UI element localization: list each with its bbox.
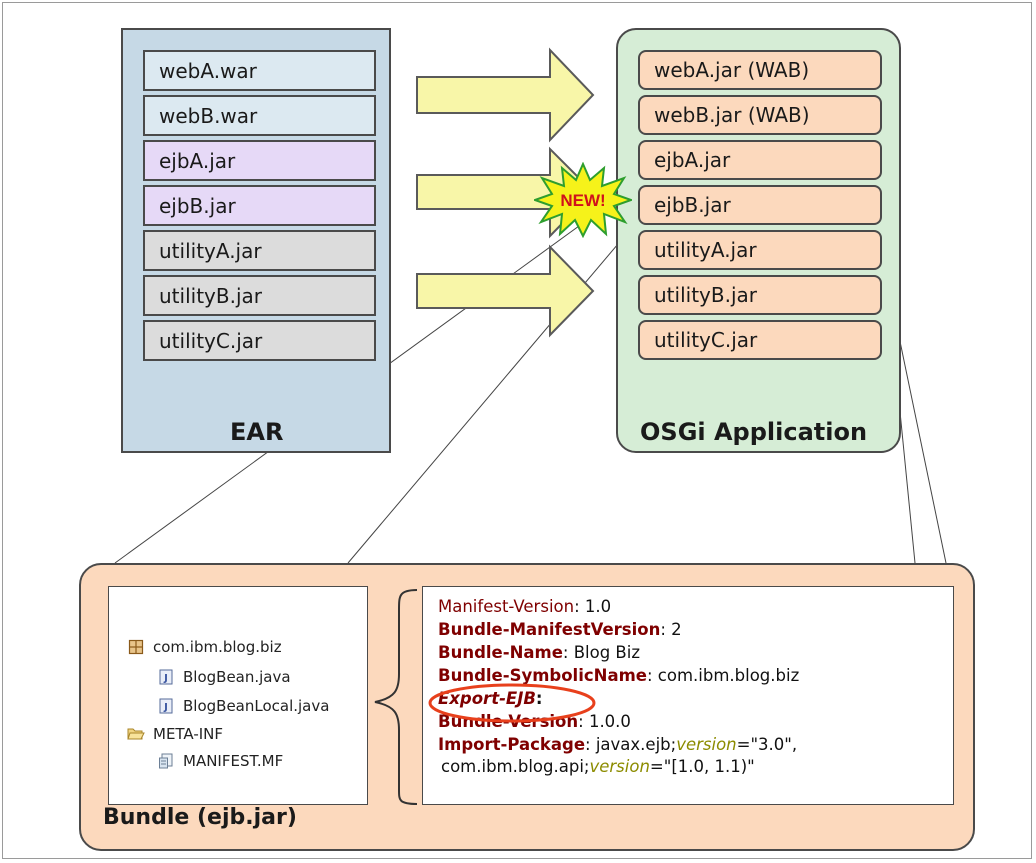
manifest-line-manifest-version: Manifest-Version: 1.0: [438, 597, 611, 616]
svg-text:J: J: [163, 673, 168, 684]
folder-open-icon: [127, 725, 145, 743]
tree-item-label: BlogBeanLocal.java: [183, 697, 330, 715]
project-tree: com.ibm.blog.biz J BlogBean.java J BlogB…: [108, 586, 368, 805]
new-starburst-icon: NEW!: [534, 162, 632, 238]
ear-item-webb-war: webB.war: [143, 95, 376, 136]
manifest-line-import-package: Import-Package: javax.ejb;version="3.0",: [438, 735, 797, 754]
manifest-line-bundle-manifestversion: Bundle-ManifestVersion: 2: [438, 620, 682, 639]
tree-item-manifest: MANIFEST.MF: [157, 752, 283, 770]
tree-item-label: com.ibm.blog.biz: [153, 638, 282, 656]
svg-text:J: J: [163, 702, 168, 713]
manifest-value: : Blog Biz: [562, 643, 640, 662]
manifest-value: : 1.0.0: [578, 712, 631, 731]
manifest-value: : 2: [660, 620, 682, 639]
osgi-item-ejba-jar: ejbA.jar: [638, 140, 882, 180]
tree-item-label: MANIFEST.MF: [183, 752, 284, 770]
manifest-key: Export-EJB: [438, 689, 536, 708]
osgi-item-webb-jar: webB.jar (WAB): [638, 95, 882, 135]
manifest-key: Manifest-Version: [438, 597, 575, 616]
manifest-value: : javax.ejb;: [585, 735, 677, 754]
osgi-application-label: OSGi Application: [640, 418, 868, 446]
ear-item-utilityb-jar: utilityB.jar: [143, 275, 376, 316]
ear-container: webA.war webB.war ejbA.jar ejbB.jar util…: [121, 28, 391, 453]
ear-item-utilitya-jar: utilityA.jar: [143, 230, 376, 271]
export-ejb-highlight: [428, 683, 596, 723]
package-icon: [127, 638, 145, 656]
ear-item-utilityc-jar: utilityC.jar: [143, 320, 376, 361]
osgi-item-weba-jar: webA.jar (WAB): [638, 50, 882, 90]
manifest-content: Manifest-Version: 1.0 Bundle-ManifestVer…: [422, 586, 954, 805]
manifest-line-bundle-name: Bundle-Name: Blog Biz: [438, 643, 640, 662]
manifest-value: : com.ibm.blog.biz: [646, 666, 800, 685]
manifest-key: Import-Package: [438, 735, 586, 754]
ear-item-ejba-jar: ejbA.jar: [143, 140, 376, 181]
manifest-key: Bundle-SymbolicName: [438, 666, 647, 685]
bundle-container: com.ibm.blog.biz J BlogBean.java J BlogB…: [79, 563, 975, 851]
manifest-line-bundle-symbolicname: Bundle-SymbolicName: com.ibm.blog.biz: [438, 666, 799, 685]
manifest-attribute: version: [676, 735, 737, 754]
manifest-value: ="3.0",: [736, 735, 798, 754]
manifest-value: ="[1.0, 1.1)": [649, 757, 755, 776]
manifest-line-import-package-continued: com.ibm.blog.api;version="[1.0, 1.1)": [441, 757, 755, 776]
ear-label: EAR: [230, 418, 284, 446]
tree-item-java-file: J BlogBean.java: [157, 668, 291, 686]
tree-item-label: BlogBean.java: [183, 668, 291, 686]
osgi-item-utilitya-jar: utilityA.jar: [638, 230, 882, 270]
manifest-value: : 1.0: [574, 597, 612, 616]
manifest-file-icon: [157, 752, 175, 770]
ear-item-weba-war: webA.war: [143, 50, 376, 91]
tree-item-label: META-INF: [153, 725, 224, 743]
osgi-item-ejbb-jar: ejbB.jar: [638, 185, 882, 225]
arrow-bottom: [416, 244, 595, 338]
arrow-top: [416, 47, 595, 143]
manifest-attribute: version: [589, 757, 650, 776]
manifest-key: Bundle-ManifestVersion: [438, 620, 661, 639]
connector-line-left-inner: [347, 217, 641, 564]
tree-item-java-file: J BlogBeanLocal.java: [157, 697, 329, 715]
manifest-key: Bundle-Name: [438, 643, 563, 662]
java-file-icon: J: [157, 668, 175, 686]
ear-item-ejbb-jar: ejbB.jar: [143, 185, 376, 226]
manifest-line-export-ejb: Export-EJB:: [438, 689, 543, 708]
java-file-icon: J: [157, 697, 175, 715]
osgi-item-utilityc-jar: utilityC.jar: [638, 320, 882, 360]
curly-brace: [374, 589, 418, 805]
manifest-value: com.ibm.blog.api;: [441, 757, 590, 776]
osgi-item-utilityb-jar: utilityB.jar: [638, 275, 882, 315]
manifest-value: :: [535, 689, 543, 708]
tree-item-folder: META-INF: [127, 725, 223, 743]
bundle-label: Bundle (ejb.jar): [103, 805, 297, 830]
new-badge-text: NEW!: [560, 191, 605, 210]
osgi-application-container: webA.jar (WAB) webB.jar (WAB) ejbA.jar e…: [616, 28, 901, 453]
tree-item-package: com.ibm.blog.biz: [127, 638, 282, 656]
